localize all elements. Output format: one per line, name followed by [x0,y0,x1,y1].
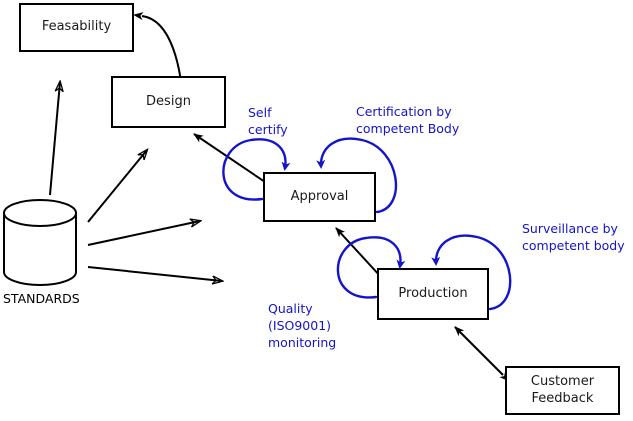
edge-standards-approval [87,221,200,246]
edge-standards-feasability [49,82,60,196]
standards-cylinder-shape [3,199,77,286]
node-customer-feedback-label: Customer Feedback [530,374,595,406]
self-loop-surveillance [431,234,512,311]
node-feasability[interactable]: Feasability [19,3,134,52]
self-loop-self-certify [222,138,291,201]
loop-label-certification: Certification by competent Body [356,104,460,136]
node-feasability-label: Feasability [41,19,112,35]
node-customer-feedback[interactable]: Customer Feedback [505,366,620,415]
node-design-label: Design [146,93,191,109]
node-design[interactable]: Design [111,76,226,128]
loop-label-self-certify: Self certify [248,105,288,137]
loop-label-surveillance: Surveillance by competent body [522,221,625,253]
edge-customerfeedback-production [454,326,510,382]
edge-production-approval [335,227,388,284]
self-loop-quality [336,236,406,299]
node-standards-label: STANDARDS [3,291,80,306]
edge-standards-production [87,266,222,281]
node-approval[interactable]: Approval [263,172,376,222]
edge-approval-design [193,133,276,190]
self-loop-certification [316,137,398,214]
node-approval-label: Approval [290,188,349,204]
node-production[interactable]: Production [377,268,489,320]
node-production-label: Production [398,285,468,301]
loop-label-quality: Quality (ISO9001) monitoring [268,301,337,350]
edge-standards-design [87,150,147,223]
